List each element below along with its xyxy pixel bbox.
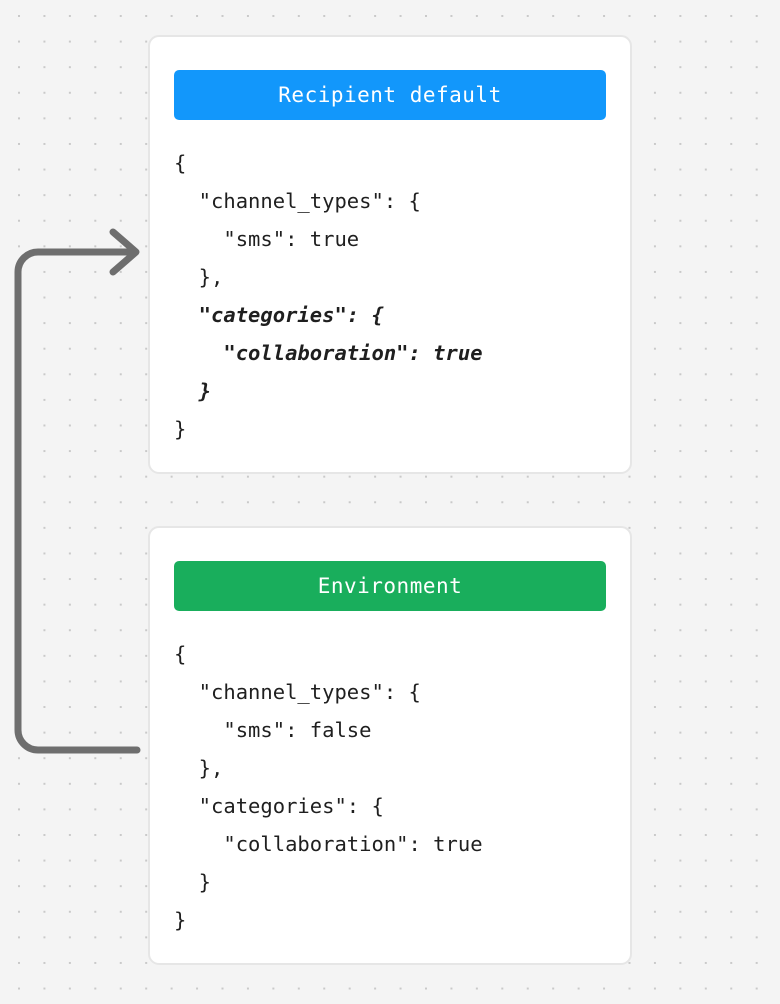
code-line: "channel_types": { — [174, 680, 421, 704]
arrow-head-icon — [109, 228, 140, 276]
code-line: "sms": true — [174, 227, 360, 251]
code-line: { — [174, 151, 187, 175]
arrow-path — [14, 248, 141, 754]
code-block-environment: { "channel_types": { "sms": false }, "ca… — [174, 635, 606, 939]
code-line: } — [174, 870, 212, 894]
code-line: } — [174, 908, 187, 932]
card-header-label: Recipient default — [278, 83, 502, 107]
code-line: "categories": { — [174, 794, 384, 818]
card-recipient-default[interactable]: Recipient default { "channel_types": { "… — [148, 35, 632, 474]
code-line: "collaboration": true — [174, 832, 483, 856]
code-line: }, — [174, 756, 224, 780]
code-line: } — [174, 417, 187, 441]
card-board: Recipient default { "channel_types": { "… — [148, 35, 632, 965]
card-header-label: Environment — [317, 574, 463, 598]
code-line: "categories": { — [174, 303, 384, 327]
code-line: }, — [174, 265, 224, 289]
code-line: } — [174, 379, 212, 403]
code-block-recipient-default: { "channel_types": { "sms": true }, "cat… — [174, 144, 606, 448]
card-header-environment: Environment — [174, 561, 606, 611]
code-line: "channel_types": { — [174, 189, 421, 213]
code-line: "sms": false — [174, 718, 372, 742]
card-environment[interactable]: Environment { "channel_types": { "sms": … — [148, 526, 632, 965]
code-line: { — [174, 642, 187, 666]
code-line: "collaboration": true — [174, 341, 483, 365]
card-header-recipient-default: Recipient default — [174, 70, 606, 120]
